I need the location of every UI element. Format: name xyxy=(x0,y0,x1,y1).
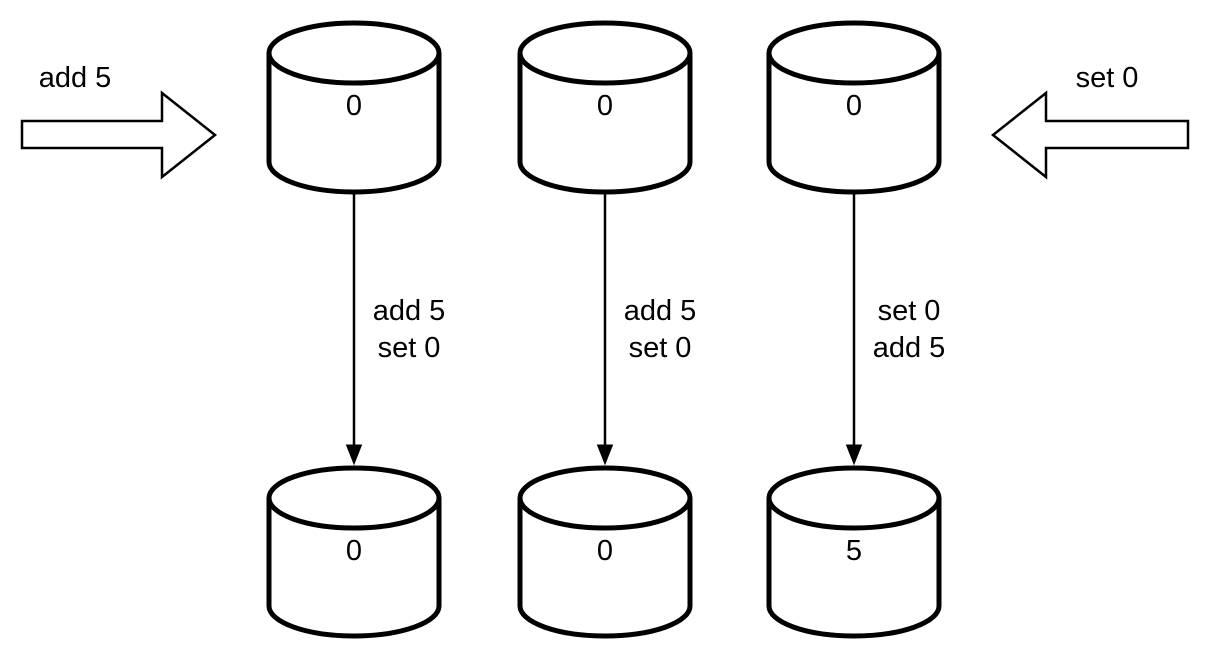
incoming-left-label: add 5 xyxy=(39,62,112,94)
replica-1-column: 0 add 5 set 0 0 xyxy=(266,20,446,639)
replica-1-initial-db-cylinder xyxy=(266,53,442,195)
replica-1-final-db-top xyxy=(266,465,442,531)
replica-3-ops-arrowhead-icon xyxy=(845,444,863,466)
replica-3-final-value: 5 xyxy=(846,535,862,567)
replica-1-initial-db-top xyxy=(266,20,442,86)
replica-3-column: 0 set 0 add 5 5 xyxy=(766,20,946,639)
replica-2-initial-db-cylinder xyxy=(517,53,693,195)
replica-1-op1-label: add 5 xyxy=(373,295,446,327)
replica-3-final-db-top xyxy=(766,465,942,531)
replica-2-op2-label: set 0 xyxy=(629,332,692,364)
replica-3-op2-label: add 5 xyxy=(873,332,946,364)
replica-2-final-db-cylinder xyxy=(517,498,693,639)
right-block-arrow-icon xyxy=(20,90,218,180)
replica-1-final-db-cylinder xyxy=(266,498,442,639)
replica-3-initial-db-cylinder xyxy=(766,53,942,195)
replica-2-final-db-top xyxy=(517,465,693,531)
replica-3-final-db-cylinder xyxy=(766,498,942,639)
replica-2-initial-value: 0 xyxy=(597,90,613,122)
replica-2-ops-arrowhead-icon xyxy=(596,444,614,466)
incoming-right-label: set 0 xyxy=(1076,62,1139,94)
replica-1-op2-label: set 0 xyxy=(378,332,441,364)
replica-1-initial-value: 0 xyxy=(346,90,362,122)
replica-2-initial-db-top xyxy=(517,20,693,86)
replica-1-ops-arrowhead-icon xyxy=(345,444,363,466)
replica-3-initial-db-top xyxy=(766,20,942,86)
replica-1-final-value: 0 xyxy=(346,535,362,567)
replica-3-initial-value: 0 xyxy=(846,90,862,122)
replica-2-column: 0 add 5 set 0 0 xyxy=(517,20,697,639)
replica-2-op1-label: add 5 xyxy=(624,295,697,327)
replica-2-final-value: 0 xyxy=(597,535,613,567)
replica-3-op1-label: set 0 xyxy=(878,295,941,327)
left-block-arrow-icon xyxy=(990,90,1190,180)
